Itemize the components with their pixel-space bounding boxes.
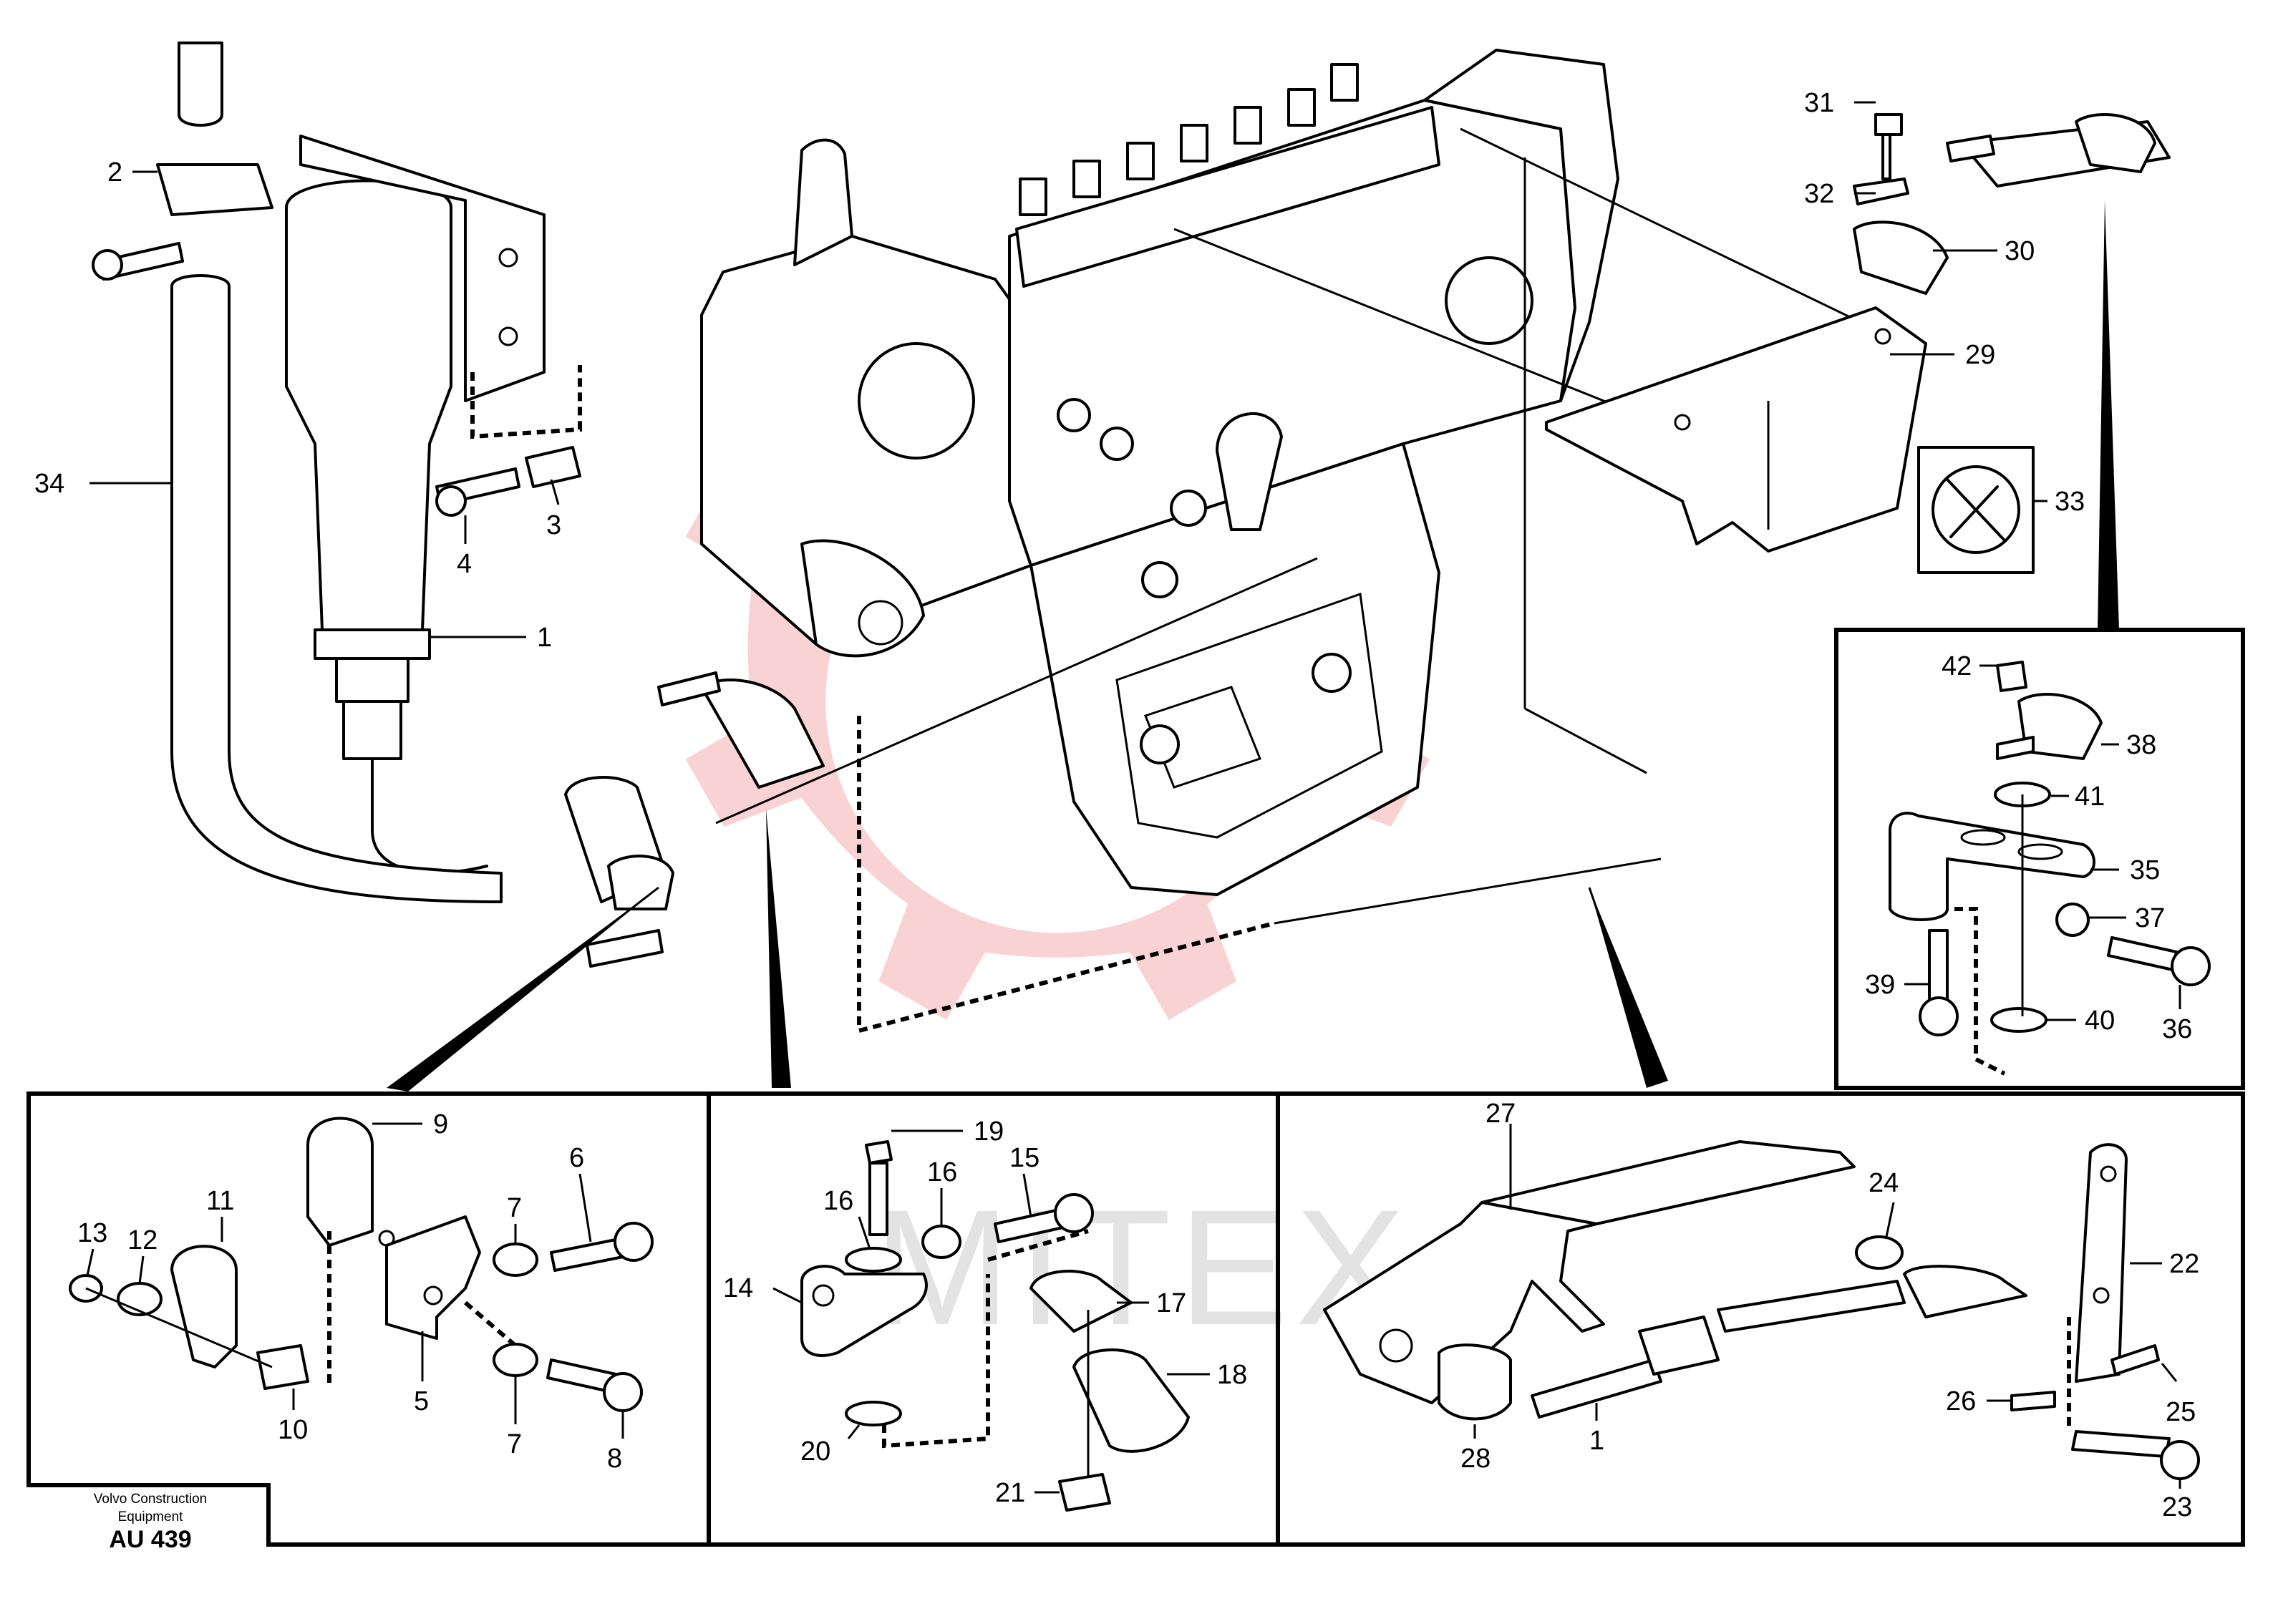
- callout-31: 31: [1804, 88, 1834, 118]
- callout-23: 23: [2162, 1492, 2192, 1522]
- callout-24: 24: [1869, 1168, 1899, 1198]
- callout-10: 10: [278, 1415, 308, 1445]
- callout-25: 25: [2166, 1397, 2196, 1427]
- callout-21: 21: [995, 1478, 1025, 1508]
- callout-12: 12: [127, 1225, 157, 1255]
- callout-18: 18: [1217, 1360, 1247, 1390]
- callout-26: 26: [1946, 1386, 1976, 1416]
- bracket-29-group: [1545, 113, 2171, 553]
- callout-34: 34: [34, 469, 64, 499]
- callout-28: 28: [1460, 1444, 1491, 1474]
- callout-30: 30: [2005, 236, 2035, 266]
- reference-company-line1: Volvo Construction: [94, 1492, 207, 1507]
- callout-17: 17: [1156, 1288, 1186, 1318]
- callout-5: 5: [414, 1386, 429, 1416]
- detail-box-bracket-5: [26, 1091, 711, 1547]
- callout-2: 2: [107, 157, 122, 188]
- callout-22: 22: [2169, 1249, 2199, 1279]
- callout-36: 36: [2162, 1014, 2192, 1044]
- injection-pump-assembly: [700, 49, 1619, 896]
- callout-16b: 16: [927, 1157, 957, 1187]
- callout-13: 13: [77, 1218, 107, 1248]
- callout-8: 8: [607, 1444, 622, 1474]
- no-spray-warning-sign: [1917, 446, 2035, 574]
- callout-4: 4: [457, 549, 472, 579]
- callout-9: 9: [433, 1109, 448, 1139]
- callout-29: 29: [1965, 340, 1995, 370]
- callout-14: 14: [723, 1273, 753, 1303]
- callout-6: 6: [569, 1143, 584, 1173]
- callout-1: 1: [537, 623, 552, 653]
- callout-32: 32: [1804, 179, 1834, 209]
- callout-27: 27: [1486, 1099, 1516, 1129]
- callout-7b: 7: [507, 1429, 522, 1459]
- detail-box-cable-27: [1276, 1091, 2245, 1547]
- reference-block: Volvo Construction Equipment AU 439: [94, 1492, 207, 1553]
- callout-1-detail: 1: [1589, 1426, 1604, 1456]
- callout-15: 15: [1009, 1143, 1039, 1173]
- callout-7a: 7: [507, 1193, 522, 1223]
- callouts: 1 2 3 4 34 29 30 31 32 33 42 38 41 35 37…: [34, 88, 2199, 1522]
- detail-box-bracket-35: [1834, 628, 2245, 1090]
- callout-38: 38: [2126, 730, 2156, 760]
- callout-16a: 16: [823, 1186, 853, 1216]
- callout-19: 19: [974, 1117, 1004, 1147]
- callout-11: 11: [206, 1186, 234, 1216]
- detail-pointer-lines: [387, 200, 2119, 1091]
- callout-3: 3: [546, 510, 561, 540]
- reference-code: AU 439: [109, 1526, 191, 1553]
- callout-33: 33: [2055, 487, 2085, 517]
- callout-39: 39: [1865, 970, 1895, 1000]
- reference-company-line2: Equipment: [118, 1509, 184, 1525]
- watermark-text: MITEX: [873, 1175, 1412, 1359]
- callout-41: 41: [2075, 782, 2105, 812]
- detail-box-bracket-14: [707, 1091, 1280, 1547]
- callout-37: 37: [2135, 903, 2165, 933]
- callout-35: 35: [2130, 855, 2160, 885]
- callout-42: 42: [1942, 651, 1972, 681]
- callout-20: 20: [800, 1436, 830, 1467]
- stop-solenoid-group: [92, 42, 825, 968]
- callout-40: 40: [2085, 1006, 2115, 1036]
